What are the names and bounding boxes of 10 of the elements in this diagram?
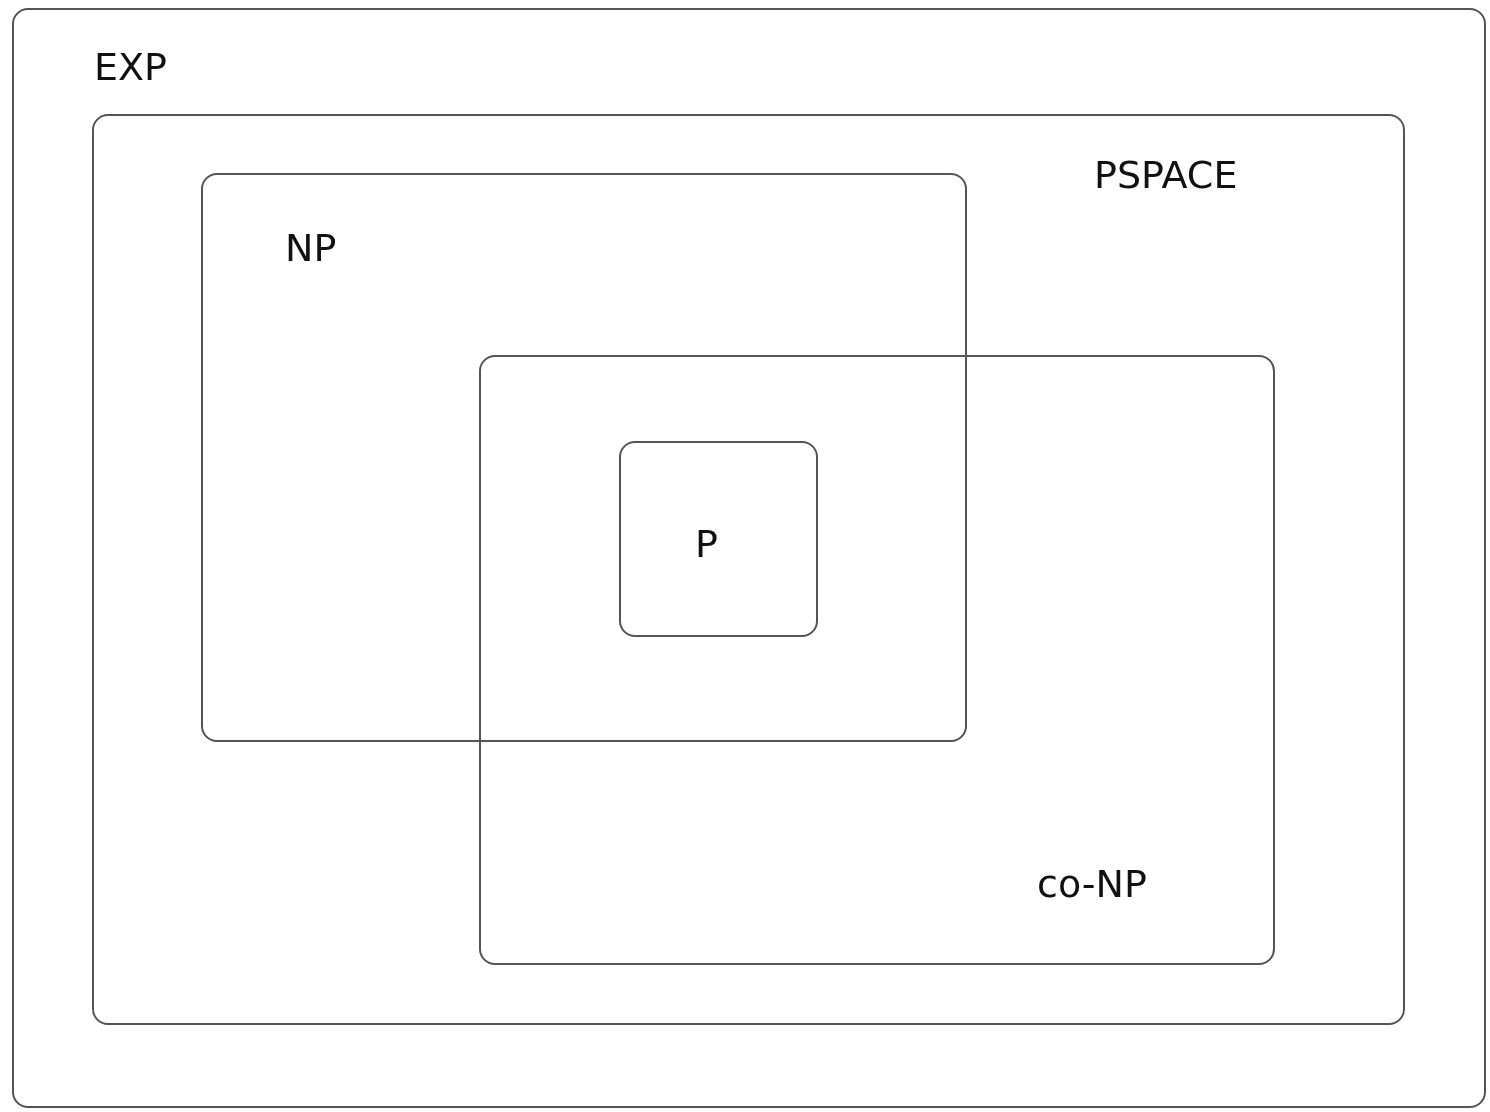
class-label: EXP [94, 48, 167, 86]
class-label: PSPACE [1094, 156, 1238, 194]
complexity-class-box [619, 441, 818, 637]
complexity-class-box [479, 355, 1275, 965]
class-label: P [695, 525, 718, 563]
class-label: co-NP [1037, 865, 1147, 903]
complexity-class-box [201, 173, 967, 742]
class-label: NP [285, 229, 337, 267]
complexity-class-box [92, 114, 1405, 1025]
complexity-class-box [12, 8, 1486, 1108]
